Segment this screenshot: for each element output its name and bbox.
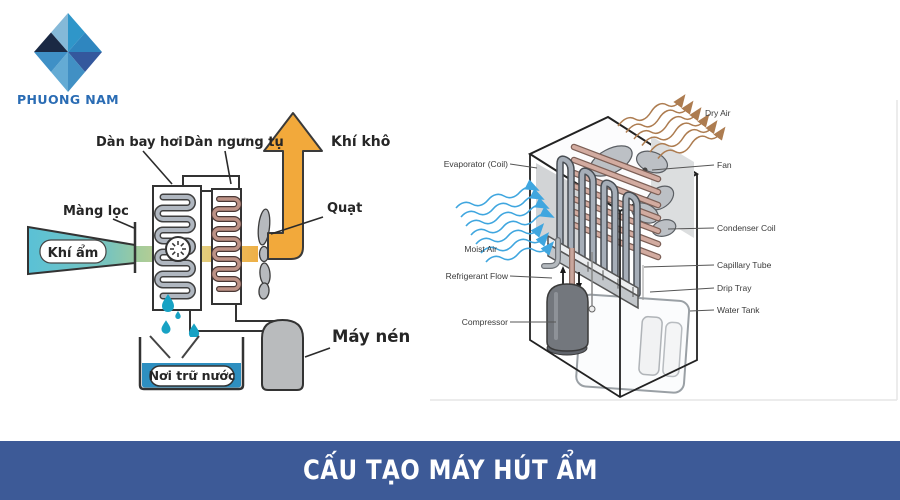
water-container: Nơi trữ nước — [138, 335, 245, 391]
compressor-tank — [261, 318, 304, 391]
moist-air-pill — [39, 239, 107, 264]
iso-refrigerant-flow-label: Refrigerant Flow — [446, 271, 509, 281]
iso-moist-air-label: Moist Air — [464, 244, 497, 254]
expansion-impeller-icon — [165, 236, 191, 262]
dry-air-arrow-icon — [263, 112, 323, 260]
iso-evaporator-coil — [556, 155, 641, 298]
filter-label: Màng lọc — [63, 204, 129, 219]
flow-up-arrow-icon — [560, 266, 566, 273]
iso-drip-tray-label: Drip Tray — [717, 283, 752, 293]
dry-air-arrows-icon — [617, 94, 726, 159]
iso-capillary-label: Capillary Tube — [717, 260, 772, 270]
leader-lines — [112, 150, 331, 358]
dry-air-label: Khí khô — [331, 134, 391, 150]
cabinet-wireframe — [529, 154, 698, 399]
diamond-logo-icon — [34, 13, 102, 92]
iso-compressor-label: Compressor — [462, 317, 508, 327]
evaporator-label: Dàn bay hơi — [96, 135, 183, 150]
condenser-label: Dàn ngưng tụ — [184, 135, 284, 150]
brand-text: PHUONG NAM — [17, 92, 119, 107]
iso-water-tank-label: Water Tank — [717, 305, 760, 315]
iso-condenser-label: Condenser Coil — [717, 223, 776, 233]
funnel-guide-right — [181, 335, 200, 359]
moist-air-arrows-icon — [455, 179, 555, 263]
moist-air-label: Khí ẩm — [48, 245, 99, 261]
iso-compressor — [546, 283, 589, 356]
condenser-box — [211, 188, 242, 305]
water-tank-pill — [149, 365, 235, 387]
iso-dry-air-label: Dry Air — [705, 108, 731, 118]
funnel-guide-left — [149, 335, 171, 359]
pipe-condenser — [235, 304, 278, 322]
compressor-label: Máy nén — [332, 327, 410, 346]
iso-leader-lines — [509, 163, 715, 323]
page-title: CẤU TẠO MÁY HÚT ẨM — [302, 455, 598, 486]
iso-fan-label: Fan — [717, 160, 732, 170]
water-tank-label: Nơi trữ nước — [149, 368, 236, 383]
iso-evaporator-label: Evaporator (Coil) — [444, 159, 508, 169]
evaporator-box — [152, 185, 202, 311]
title-bar: CẤU TẠO MÁY HÚT ẨM — [0, 441, 900, 500]
simple-dehumidifier-diagram: Khí ẩm — [27, 112, 410, 391]
phuong-nam-logo: PHUONG NAM — [17, 13, 119, 107]
fan-label: Quạt — [327, 201, 362, 216]
isometric-dehumidifier-diagram: Evaporator (Coil) Moist Air Refrigerant … — [430, 94, 898, 401]
